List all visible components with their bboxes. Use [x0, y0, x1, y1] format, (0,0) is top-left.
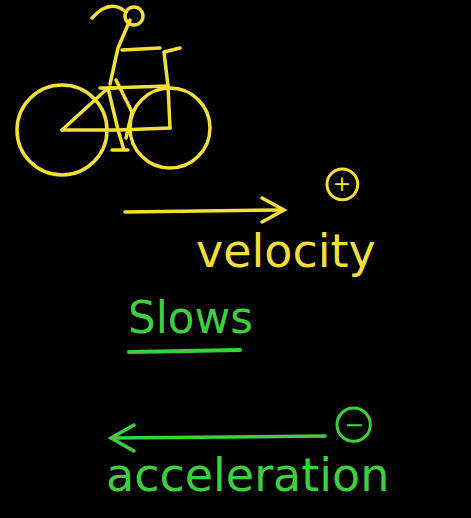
underline [129, 350, 240, 352]
velocity-arrow [125, 198, 284, 222]
sign-text: − [344, 413, 364, 437]
acceleration-arrow [111, 425, 325, 451]
bicycle-drawing [17, 6, 210, 175]
acceleration-label: acceleration [106, 452, 389, 498]
sign-circle: − [335, 406, 372, 443]
sign-circle: + [325, 167, 360, 202]
velocity-label: velocity [196, 228, 376, 274]
slows-label: Slows [128, 296, 253, 340]
sign-text: + [333, 173, 351, 195]
